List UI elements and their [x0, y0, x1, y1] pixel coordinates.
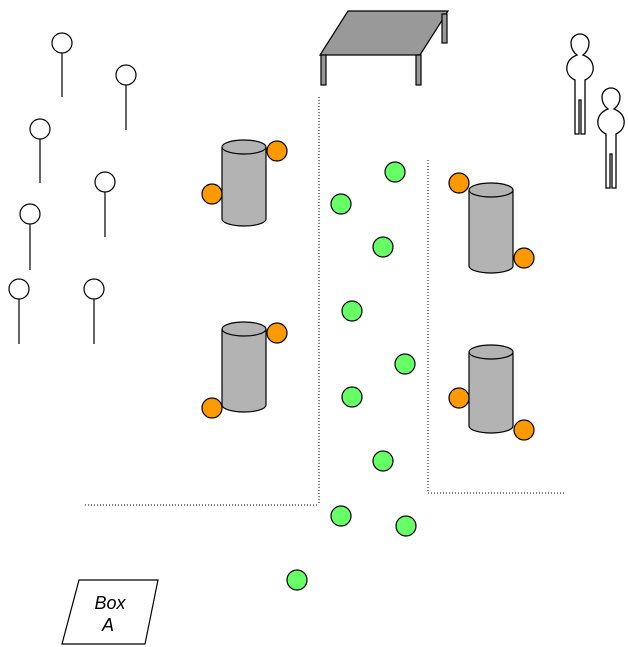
pin-marker-icon: [8, 278, 30, 344]
cone-icon: [513, 247, 535, 269]
pin-marker-icon: [51, 32, 73, 97]
cone-icon: [266, 322, 288, 344]
ball-icon: [395, 515, 417, 537]
pin-marker-icon: [29, 118, 51, 183]
table-leg-front-right: [415, 54, 422, 86]
cones: [201, 140, 535, 441]
table-icon: [318, 10, 450, 86]
ball-icon: [372, 450, 394, 472]
player-silhouette-icon: [597, 87, 625, 189]
ball-icon: [372, 236, 394, 258]
box-label-line2: A: [101, 615, 114, 635]
pin-marker-icon: [94, 171, 116, 237]
ball-icon: [330, 505, 352, 527]
table-top: [318, 10, 450, 56]
box-icon: Box A: [61, 579, 159, 645]
drums: [221, 139, 514, 434]
pin-marker-icon: [19, 203, 41, 270]
player-silhouettes: [566, 33, 625, 189]
box-label-line1: Box: [94, 593, 126, 613]
cone-icon: [513, 419, 535, 441]
drum-icon: [468, 344, 514, 434]
drum-icon: [221, 139, 267, 227]
ball-icon: [341, 386, 363, 408]
table-leg-back-right: [441, 13, 448, 44]
pin-markers: [8, 32, 137, 344]
ball-icon: [384, 161, 406, 183]
boundary-lines: [85, 97, 566, 506]
balls: [286, 161, 417, 591]
drum-icon: [468, 182, 514, 274]
ball-icon: [286, 569, 308, 591]
table-leg-front-left: [320, 54, 327, 86]
player-silhouette-icon: [566, 33, 594, 135]
drum-icon: [221, 321, 267, 413]
ball-icon: [330, 193, 352, 215]
ball-icon: [341, 300, 363, 322]
ball-icon: [394, 353, 416, 375]
box-outline: [61, 579, 159, 645]
cone-icon: [201, 397, 223, 419]
cone-icon: [448, 387, 470, 409]
cone-icon: [448, 172, 470, 194]
pin-marker-icon: [83, 278, 105, 344]
cone-icon: [266, 140, 288, 162]
pin-marker-icon: [115, 64, 137, 130]
cone-icon: [201, 183, 223, 205]
